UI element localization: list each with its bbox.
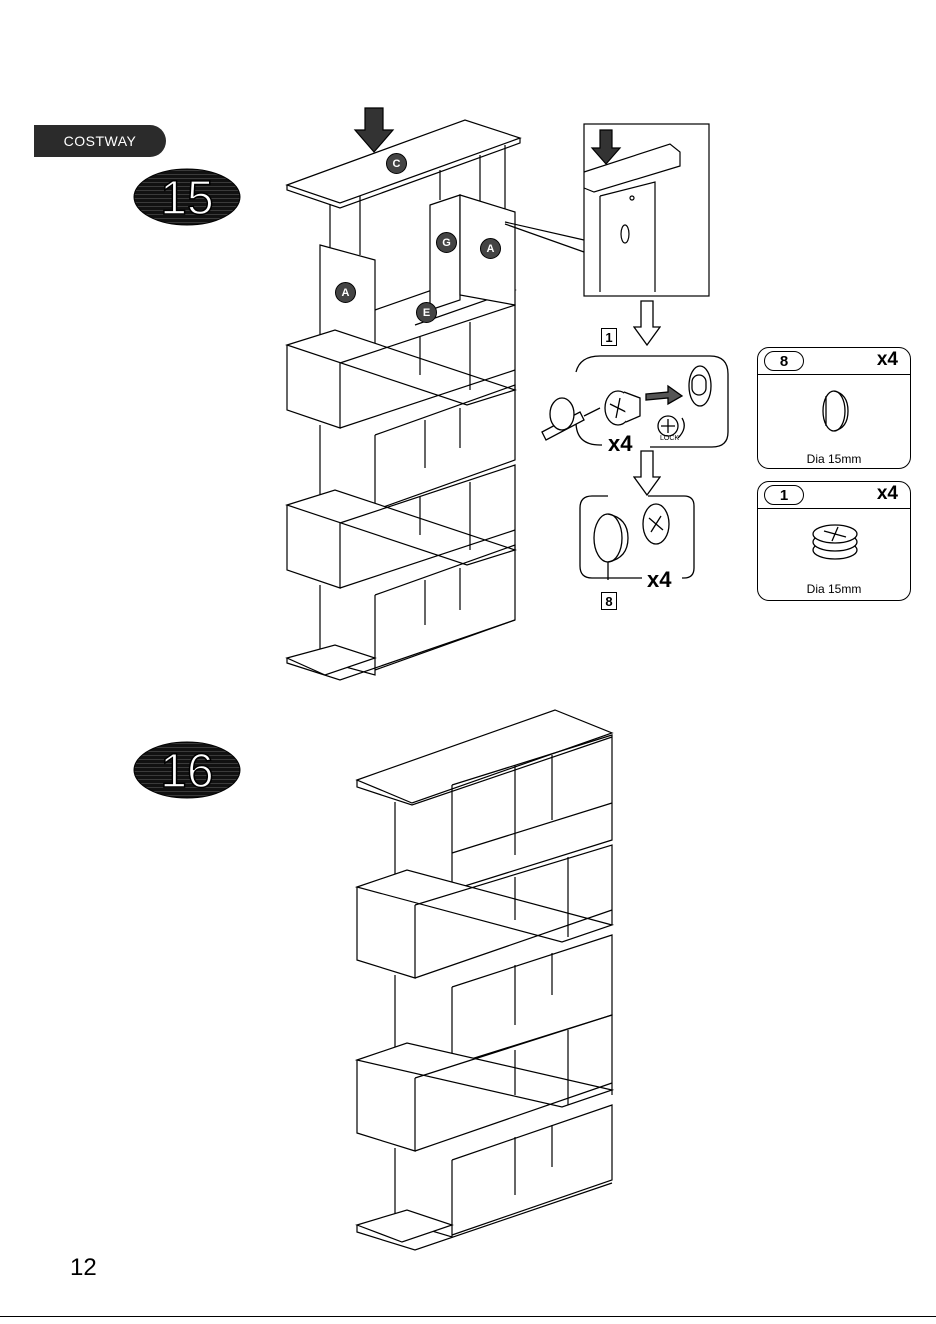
cap-part-number: 8 [601,592,617,610]
panel-label-c: C [386,153,407,174]
down-arrow-icon [633,300,661,346]
part-quantity: x4 [877,483,898,505]
brand-name: COSTWAY [64,133,137,149]
part-number: 8 [764,351,804,371]
part-description: Dia 15mm [758,452,910,466]
part-quantity: x4 [877,349,898,371]
panel-label-g: G [436,232,457,253]
panel-label-e: E [416,302,437,323]
step-16-badge: 16 [133,741,241,799]
lock-quantity: x4 [608,431,632,457]
cap-icon [816,386,856,436]
cam-lock-icon [808,522,862,562]
cap-callout [578,494,698,580]
lock-text: LOCK [660,435,679,442]
step-15-badge: 15 [133,168,241,226]
panel-label-a-right: A [480,238,501,259]
brand-tab: COSTWAY [34,125,166,157]
down-arrow-icon [633,450,661,496]
cam-lock-callout [540,352,732,452]
part-number: 1 [764,485,804,505]
detail-zoom-box [500,122,715,300]
step-15-number: 15 [160,172,213,225]
page-number: 12 [70,1254,97,1282]
part-description: Dia 15mm [758,582,910,596]
step-15-shelf-drawing [280,100,530,690]
panel-label-a-left: A [335,282,356,303]
part-card-8: 8 x4 Dia 15mm [757,347,911,469]
part-card-1: 1 x4 Dia 15mm [757,481,911,601]
cap-quantity: x4 [647,567,671,593]
step-16-shelf-drawing [350,705,620,1260]
step-16-number: 16 [160,745,213,798]
part-card-header: 8 x4 [758,348,910,375]
lock-part-number: 1 [601,328,617,346]
footer-divider [0,1316,936,1317]
part-card-header: 1 x4 [758,482,910,509]
